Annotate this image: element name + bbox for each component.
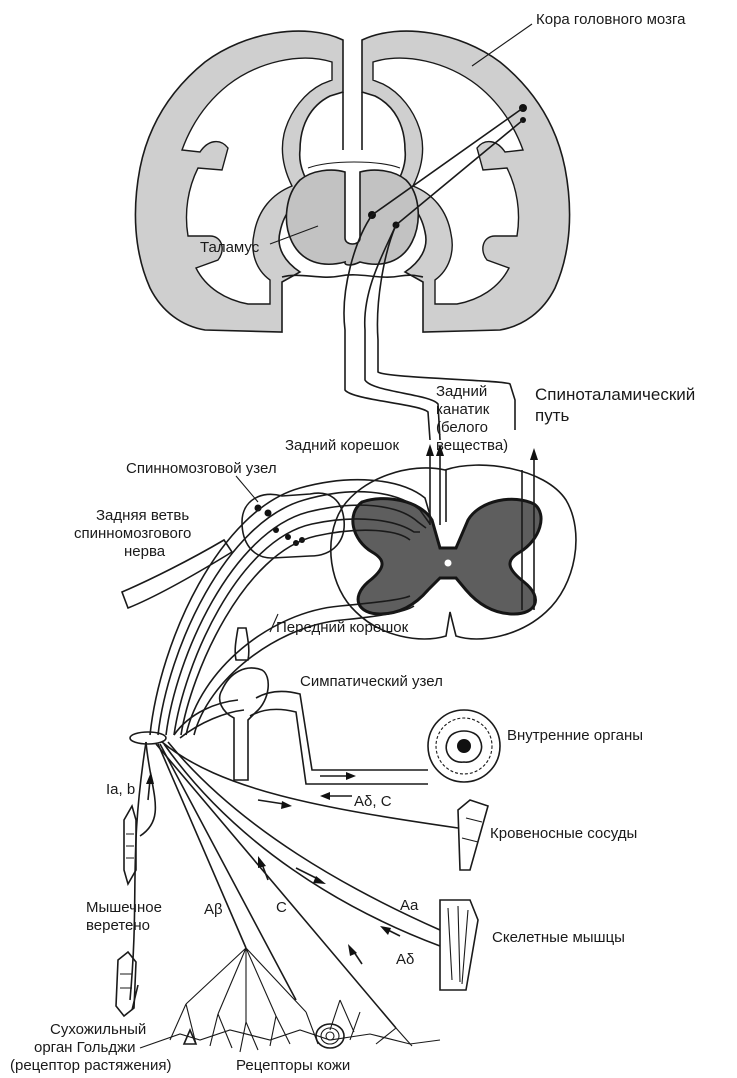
cortex-label: Кора головного мозга — [536, 11, 686, 28]
muscle-spindle-label-2: веретено — [86, 917, 150, 934]
dorsal-column-label-3: (белого — [436, 419, 488, 436]
blood-vessels-label: Кровеносные сосуды — [490, 825, 637, 842]
visceral-fiber-label: Aδ, C — [354, 793, 392, 810]
ventral-root-label: Передний корешок — [276, 619, 409, 636]
golgi-label-2: орган Гольджи — [34, 1039, 135, 1056]
dorsal-column-label-4: вещества) — [436, 437, 508, 454]
pacinian-corpuscle-icon — [316, 1024, 344, 1048]
muscle-spindle-icon — [124, 806, 136, 884]
skeletal-muscles-label: Скелетные мышцы — [492, 929, 625, 946]
gray-matter — [353, 499, 541, 614]
ad-fiber-label: Aδ — [396, 951, 414, 968]
dorsal-column-label-2: канатик — [436, 401, 490, 418]
internal-organs-label: Внутренние органы — [507, 727, 643, 744]
internal-organ-icon — [428, 710, 500, 782]
cortex-leader-line — [472, 24, 532, 66]
dorsal-column-label-1: Задний — [436, 383, 487, 400]
ia-b-label: Ia, b — [106, 781, 135, 798]
dorsal-ramus-label-1: Задняя ветвь — [96, 507, 189, 524]
spinal-cord — [331, 465, 576, 639]
aa-fiber-label: Aa — [400, 897, 419, 914]
golgi-label-1: Сухожильный — [50, 1021, 146, 1038]
dorsal-ramus-label-3: нерва — [124, 543, 166, 560]
spinothalamic-label-1: Спиноталамический — [535, 385, 695, 404]
muscle-spindle-label-1: Мышечное — [86, 899, 162, 916]
skeletal-muscle-icon — [440, 900, 478, 990]
brain-section — [135, 31, 569, 332]
ab-fiber — [158, 744, 246, 948]
skin-receptor-branches — [140, 948, 440, 1052]
spinal-ganglion-label: Спинномозговой узел — [126, 460, 277, 477]
visceral-nerve-lower — [250, 709, 428, 784]
midline-wavy — [282, 275, 423, 277]
thalamus-label: Таламус — [200, 239, 260, 256]
spinal-ganglion — [242, 493, 344, 558]
sympathetic-group — [174, 628, 428, 784]
blood-vessel-icon — [458, 800, 488, 870]
dorsal-root-label: Задний корешок — [285, 437, 399, 454]
skin-fiber-3 — [156, 744, 396, 1028]
cortex-inner-white-matter — [182, 58, 523, 304]
c-fiber — [160, 744, 296, 1000]
ab-fiber-label: Aβ — [204, 901, 223, 918]
internal-capsule — [308, 162, 400, 168]
ventral-root-1 — [186, 596, 410, 735]
central-canal — [445, 560, 452, 567]
spinal-nerve-cross-section — [130, 732, 166, 744]
ganglion-leader-line — [236, 476, 258, 502]
golgi-label-3: (рецептор растяжения) — [10, 1057, 171, 1074]
c-fiber-label: C — [276, 899, 287, 916]
visceral-nerve-upper — [256, 691, 428, 770]
dorsal-ramus-label-2: спинномозгового — [74, 525, 191, 542]
skin-receptors-label: Рецепторы кожи — [236, 1057, 350, 1074]
spinothalamic-label-2: путь — [535, 406, 569, 425]
spindle-fiber — [140, 742, 155, 836]
sympathetic-ganglion-label: Симпатический узел — [300, 673, 443, 690]
thalamus — [286, 170, 418, 265]
